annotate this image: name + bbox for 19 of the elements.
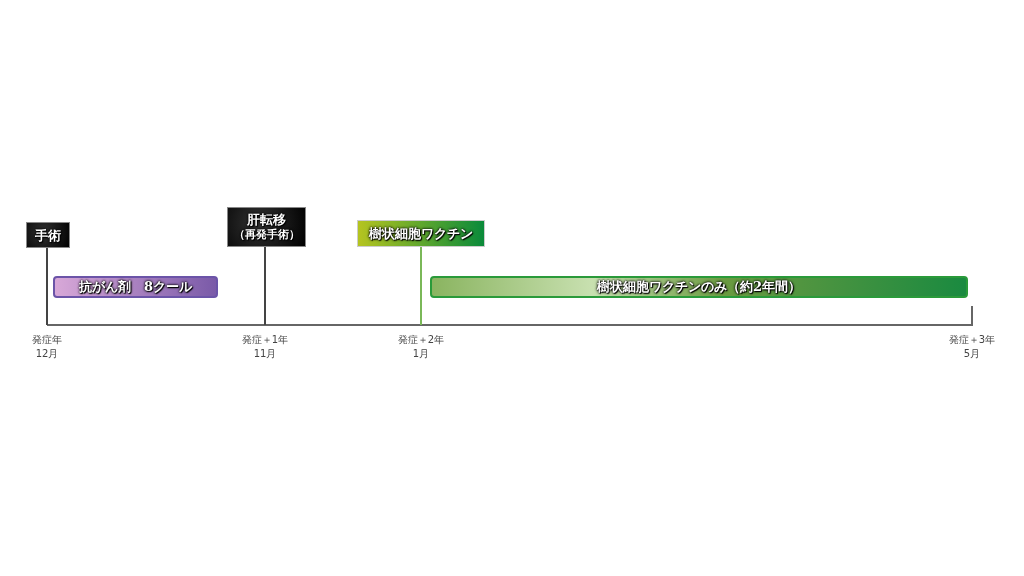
year-label: 発症＋2年 — [396, 333, 446, 347]
event-note: （再発手術） — [233, 227, 300, 242]
month-label: 11月 — [252, 347, 278, 361]
year-label: 発症＋3年 — [947, 333, 997, 347]
event-title: 手術 — [35, 227, 61, 243]
event-title: 抗がん剤 8クール — [78, 278, 192, 296]
event-title: 肝転移 — [247, 212, 286, 227]
event-title: 樹状細胞ワクチンのみ（約2年間） — [596, 278, 801, 296]
event-title: 樹状細胞ワクチン — [369, 224, 473, 243]
month-label: 5月 — [962, 347, 982, 361]
year-label: 発症＋1年 — [240, 333, 290, 347]
event-box — [26, 222, 70, 248]
year-label: 発症年 — [31, 333, 63, 347]
period-bar — [53, 276, 218, 298]
month-label: 12月 — [34, 347, 60, 361]
event-box — [357, 220, 485, 247]
event-box — [227, 207, 306, 247]
month-label: 1月 — [411, 347, 431, 361]
period-bar — [430, 276, 968, 298]
